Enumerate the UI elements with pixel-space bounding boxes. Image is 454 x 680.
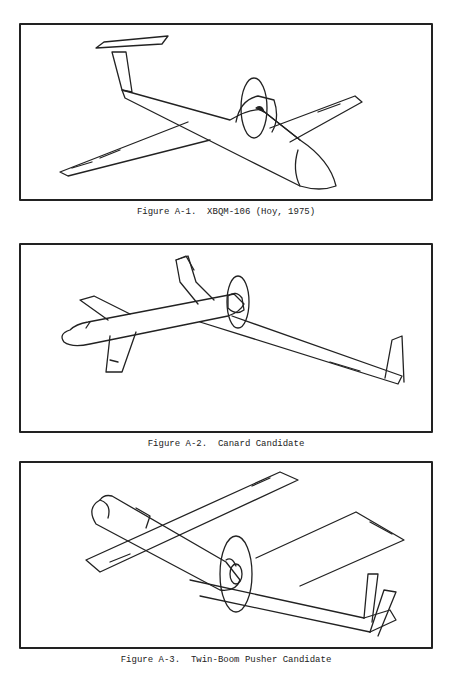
figure-caption: Figure A-2. Canard Candidate	[148, 439, 305, 450]
panel-frame	[20, 462, 432, 648]
panel-frame	[20, 24, 432, 200]
panel-frame	[20, 244, 432, 432]
figure-caption: Figure A-3. Twin-Boom Pusher Candidate	[121, 655, 332, 666]
twin-boom-pusher-drawing	[86, 472, 404, 636]
xbqm-106-drawing	[60, 36, 362, 189]
canard-candidate-drawing	[62, 256, 404, 384]
figure-caption: Figure A-1. XBQM-106 (Hoy, 1975)	[137, 207, 315, 218]
